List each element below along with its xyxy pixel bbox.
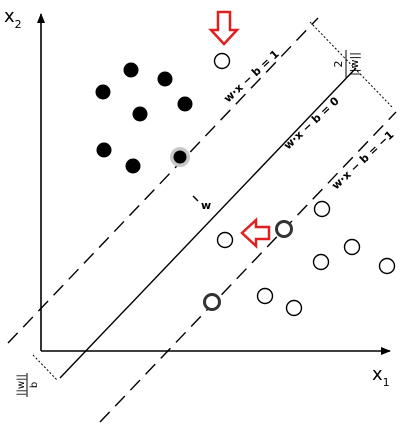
positive-point xyxy=(132,106,148,122)
upper-margin-line xyxy=(7,17,319,344)
normal-vector-label: w xyxy=(201,199,211,212)
positive-point xyxy=(157,71,173,87)
negative-point xyxy=(285,299,303,317)
decision-boundary-line xyxy=(59,67,357,379)
positive-point xyxy=(125,158,141,174)
down-arrow-icon xyxy=(208,10,240,46)
decision-boundary-label: w·x − b = 0 xyxy=(281,94,342,152)
negative-point xyxy=(343,238,361,256)
left-arrow-icon xyxy=(240,217,271,249)
negative-support-vector xyxy=(275,220,293,238)
negative-point xyxy=(256,287,274,305)
positive-point xyxy=(177,96,193,112)
lower-margin-line xyxy=(99,111,397,423)
lower-margin-label: w·x − b = −1 xyxy=(329,128,396,192)
upper-margin-label: w·x − b = 1 xyxy=(221,47,282,105)
margin-width-label: ||w|| 2 xyxy=(332,50,361,78)
positive-support-vector xyxy=(173,150,187,164)
negative-point xyxy=(213,52,231,70)
x-axis-label: x1 xyxy=(372,364,390,389)
negative-point xyxy=(216,231,234,249)
negative-point xyxy=(378,257,396,275)
positive-class-points xyxy=(95,62,193,174)
offset-dimension-line xyxy=(32,354,59,382)
negative-point xyxy=(313,200,331,218)
svg-text:2: 2 xyxy=(332,61,345,68)
negative-class-points xyxy=(213,52,396,317)
negative-support-vector xyxy=(203,293,221,311)
positive-point xyxy=(96,142,112,158)
normal-vector-tick xyxy=(192,195,199,202)
offset-label: ||w|| b xyxy=(16,373,40,397)
svg-text:b: b xyxy=(29,382,40,388)
y-axis-label: x2 xyxy=(4,6,22,31)
svg-text:||w||: ||w|| xyxy=(16,374,27,396)
positive-point xyxy=(95,84,111,100)
positive-point xyxy=(123,62,139,78)
svg-text:||w||: ||w|| xyxy=(348,52,361,76)
negative-point xyxy=(312,253,330,271)
